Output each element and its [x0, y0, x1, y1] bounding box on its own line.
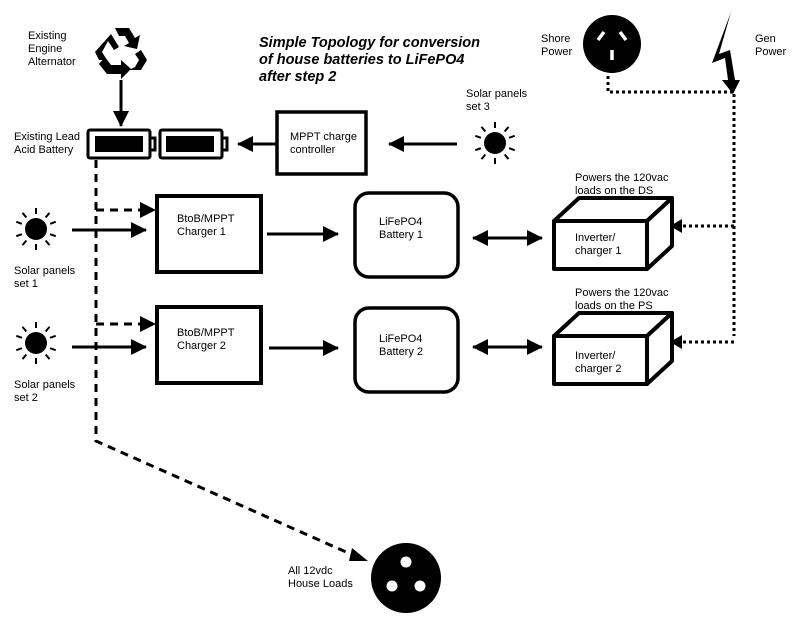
dc-arrow-charger-1 — [140, 202, 156, 218]
dc-socket-icon — [371, 543, 441, 613]
label-gen-power: Gen Power — [755, 33, 787, 58]
battery-icon — [86, 128, 229, 160]
label-charger-2: BtoB/MPPT Charger 2 — [177, 327, 235, 352]
outlet-icon — [583, 15, 641, 73]
label-solar-set-2: Solar panels set 2 — [14, 379, 76, 404]
ac-arrow-inverter-2 — [670, 335, 682, 349]
label-mppt-controller: MPPT charge controller — [290, 131, 358, 156]
charger-2-box — [155, 305, 263, 385]
inverter-2-box — [552, 311, 674, 386]
sun-icon-set-1 — [15, 207, 57, 251]
sun-icon-set-3 — [474, 121, 516, 165]
dc-arrow-charger-2 — [140, 316, 156, 332]
charger-1-box — [155, 194, 263, 274]
label-house-loads: All 12vdc House Loads — [288, 565, 353, 590]
dc-bus — [94, 160, 356, 558]
inverter-1-box — [552, 196, 674, 271]
note-inverter-1: Powers the 120vac loads on the DS — [575, 172, 669, 197]
note-inverter-2: Powers the 120vac loads on the PS — [575, 287, 669, 312]
lightning-icon — [712, 12, 740, 94]
label-inverter-1: Inverter/ charger 1 — [575, 232, 622, 257]
mppt-controller-box — [275, 110, 368, 176]
label-lifepo4-2: LiFePO4 Battery 2 — [379, 333, 424, 358]
label-lead-acid-battery: Existing Lead Acid Battery — [14, 131, 81, 156]
diagram-title: Simple Topology for conversion of house … — [259, 35, 481, 85]
ac-arrow-inverter-1 — [670, 219, 682, 233]
label-lifepo4-1: LiFePO4 Battery 1 — [379, 216, 424, 241]
sun-icon-set-2 — [15, 321, 57, 365]
label-solar-set-1: Solar panels set 1 — [14, 265, 76, 290]
dc-arrow-house-loads — [349, 548, 368, 561]
lifepo4-1-box — [353, 191, 460, 279]
ac-bus — [606, 76, 736, 344]
lifepo4-2-box — [353, 306, 460, 394]
label-charger-1: BtoB/MPPT Charger 1 — [177, 213, 235, 238]
label-shore-power: Shore Power — [541, 33, 573, 58]
label-inverter-2: Inverter/ charger 2 — [575, 350, 622, 375]
label-alternator: Existing Engine Alternator — [28, 30, 76, 68]
label-solar-set-3: Solar panels set 3 — [466, 88, 528, 113]
recycle-icon — [95, 28, 147, 79]
